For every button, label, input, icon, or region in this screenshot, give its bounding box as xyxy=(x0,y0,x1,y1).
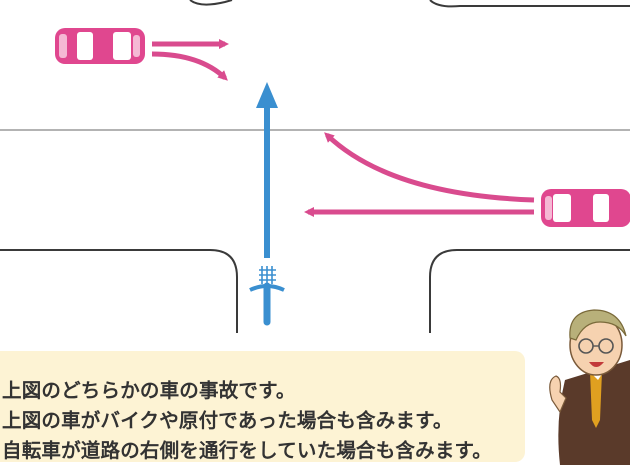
car-left-arrows xyxy=(151,39,229,81)
note-line-2: 上図の車がバイクや原付であった場合も含みます。 xyxy=(2,409,453,432)
note-line-3: 自転車が道路の右側を通行をしていた場合も含みます。 xyxy=(2,439,492,462)
turn-arrow-left-car xyxy=(151,51,228,81)
curb-top-right xyxy=(429,0,630,8)
curb-bottom-right xyxy=(429,249,630,333)
curb-bottom-left xyxy=(0,249,238,333)
note-box xyxy=(0,351,525,462)
car-right xyxy=(541,189,630,227)
curb-top-left xyxy=(189,0,233,6)
note-line-1: 上図のどちらかの車の事故です。 xyxy=(2,379,296,402)
lawyer-icon xyxy=(549,309,630,465)
bicycle-icon xyxy=(249,266,285,326)
road-edges xyxy=(0,0,630,333)
turn-arrow-right-car xyxy=(324,132,535,203)
car-right-arrows xyxy=(304,132,535,217)
car-left xyxy=(55,28,145,64)
bicycle-arrow xyxy=(256,82,278,258)
